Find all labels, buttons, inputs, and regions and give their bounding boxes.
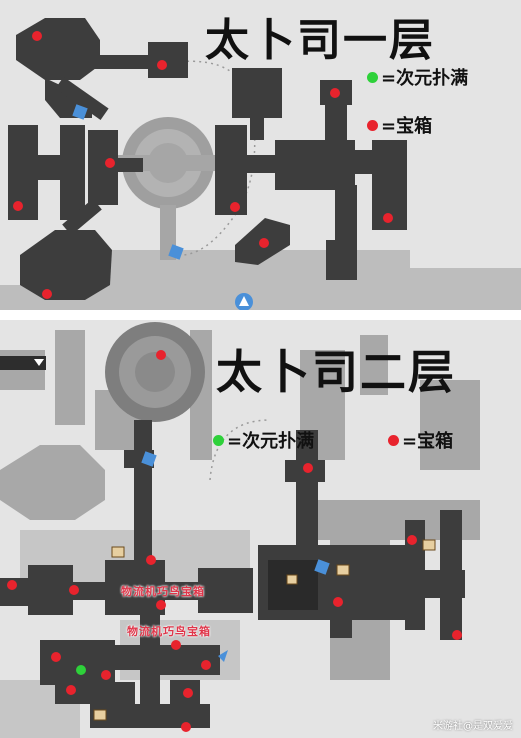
floor-1-central-plaza [118, 117, 218, 260]
floor-1-chest-markers [13, 31, 393, 299]
floor-2-player-arrow-icon [218, 650, 228, 662]
floor-1-title: 太卜司一层 [205, 15, 435, 66]
logistics-bird-chest-note: 物流机巧鸟宝箱 [127, 625, 211, 638]
floor-2-chest-markers [7, 350, 462, 732]
red-dot-icon [388, 434, 399, 446]
floor-2-map: 太卜司二层 =次元扑满 =宝箱 物流机巧鸟宝箱 物流机巧鸟宝箱 米游社@是双爱爱 [0, 320, 521, 738]
green-dot-icon [213, 434, 224, 446]
floor-2-full-collect-marker [76, 665, 86, 675]
floor-1-map-drawing [0, 18, 521, 310]
watermark: 米游社@是双爱爱 [433, 721, 513, 732]
floor-2-space-anchor-icons [141, 451, 330, 575]
floor-2-map-drawing [0, 322, 480, 738]
legend-label: =宝箱 [381, 116, 433, 137]
floor-1-legend-full-collect: =次元扑满 [367, 64, 468, 90]
floor-1-map: 太卜司一层 =次元扑满 =宝箱 [0, 0, 521, 310]
floor-2-corridors [0, 420, 465, 728]
floor-1-space-anchor-icons [72, 104, 184, 260]
floor-2-title: 太卜司二层 [216, 345, 456, 399]
floor-2-chest-icons [93, 539, 436, 721]
legend-label: =次元扑满 [227, 431, 315, 452]
floor-1-legend-chest: =宝箱 [367, 112, 432, 138]
green-dot-icon [367, 71, 378, 83]
logistics-bird-chest-note: 物流机巧鸟宝箱 [121, 585, 205, 598]
legend-label: =次元扑满 [381, 68, 469, 89]
floor-2-legend-chest: =宝箱 [388, 427, 453, 453]
legend-label: =宝箱 [402, 431, 454, 452]
red-dot-icon [367, 119, 378, 131]
floor-2-legend-full-collect: =次元扑满 [213, 427, 314, 453]
floor-2-central-plaza [105, 322, 205, 422]
